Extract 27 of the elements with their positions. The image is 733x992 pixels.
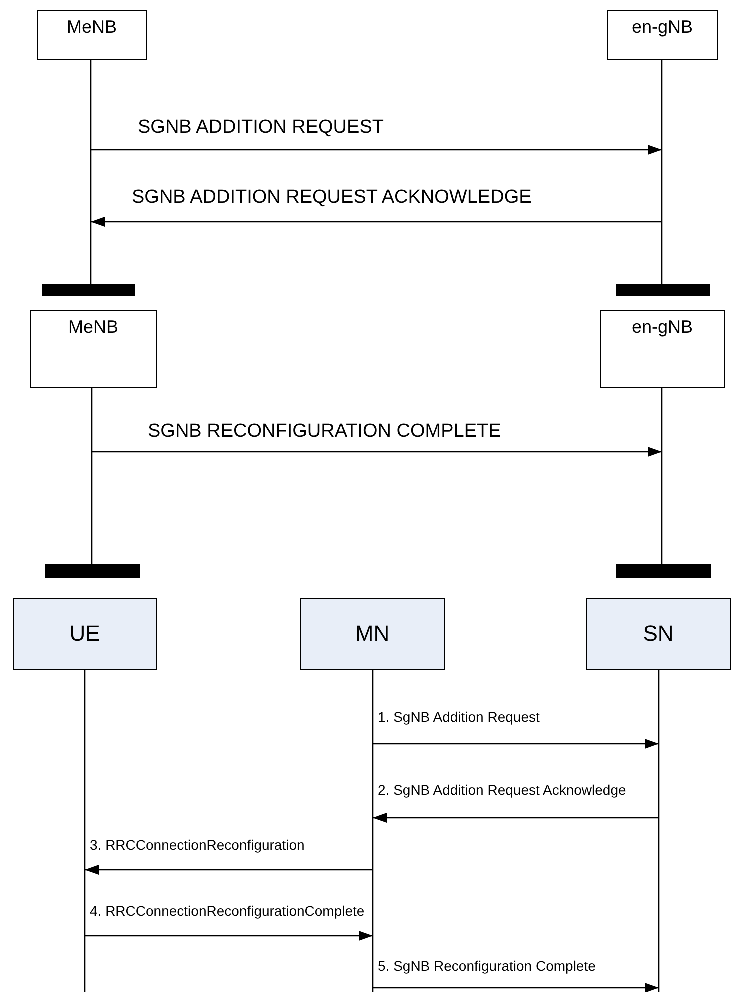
message-arrow <box>373 813 659 823</box>
message-arrow <box>373 983 659 992</box>
message-label: SGNB ADDITION REQUEST <box>138 118 384 137</box>
message-arrow <box>92 447 662 457</box>
participant-box: MeNB <box>37 10 147 60</box>
message-label: 1. SgNB Addition Request <box>378 710 540 724</box>
message-label: SGNB ADDITION REQUEST ACKNOWLEDGE <box>132 188 532 207</box>
participant-box: en-gNB <box>607 10 718 60</box>
participant-box: SN <box>586 598 731 670</box>
message-arrow <box>373 739 659 749</box>
participant-box: UE <box>13 598 157 670</box>
message-arrow <box>85 865 373 875</box>
message-label: 5. SgNB Reconfiguration Complete <box>378 959 596 973</box>
message-arrow <box>91 217 662 227</box>
activation-bar <box>42 284 135 296</box>
activation-bar <box>616 564 711 578</box>
message-arrow <box>91 145 662 155</box>
message-label: SGNB RECONFIGURATION COMPLETE <box>148 422 502 441</box>
message-label: 4. RRCConnectionReconfigurationComplete <box>90 904 365 918</box>
activation-bar <box>616 284 710 296</box>
message-label: 2. SgNB Addition Request Acknowledge <box>378 783 626 797</box>
participant-box: MeNB <box>30 310 157 388</box>
message-arrow <box>85 931 373 941</box>
participant-box: en-gNB <box>600 310 725 388</box>
activation-bar <box>45 564 140 578</box>
participant-box: MN <box>300 598 445 670</box>
message-label: 3. RRCConnectionReconfiguration <box>90 838 305 852</box>
